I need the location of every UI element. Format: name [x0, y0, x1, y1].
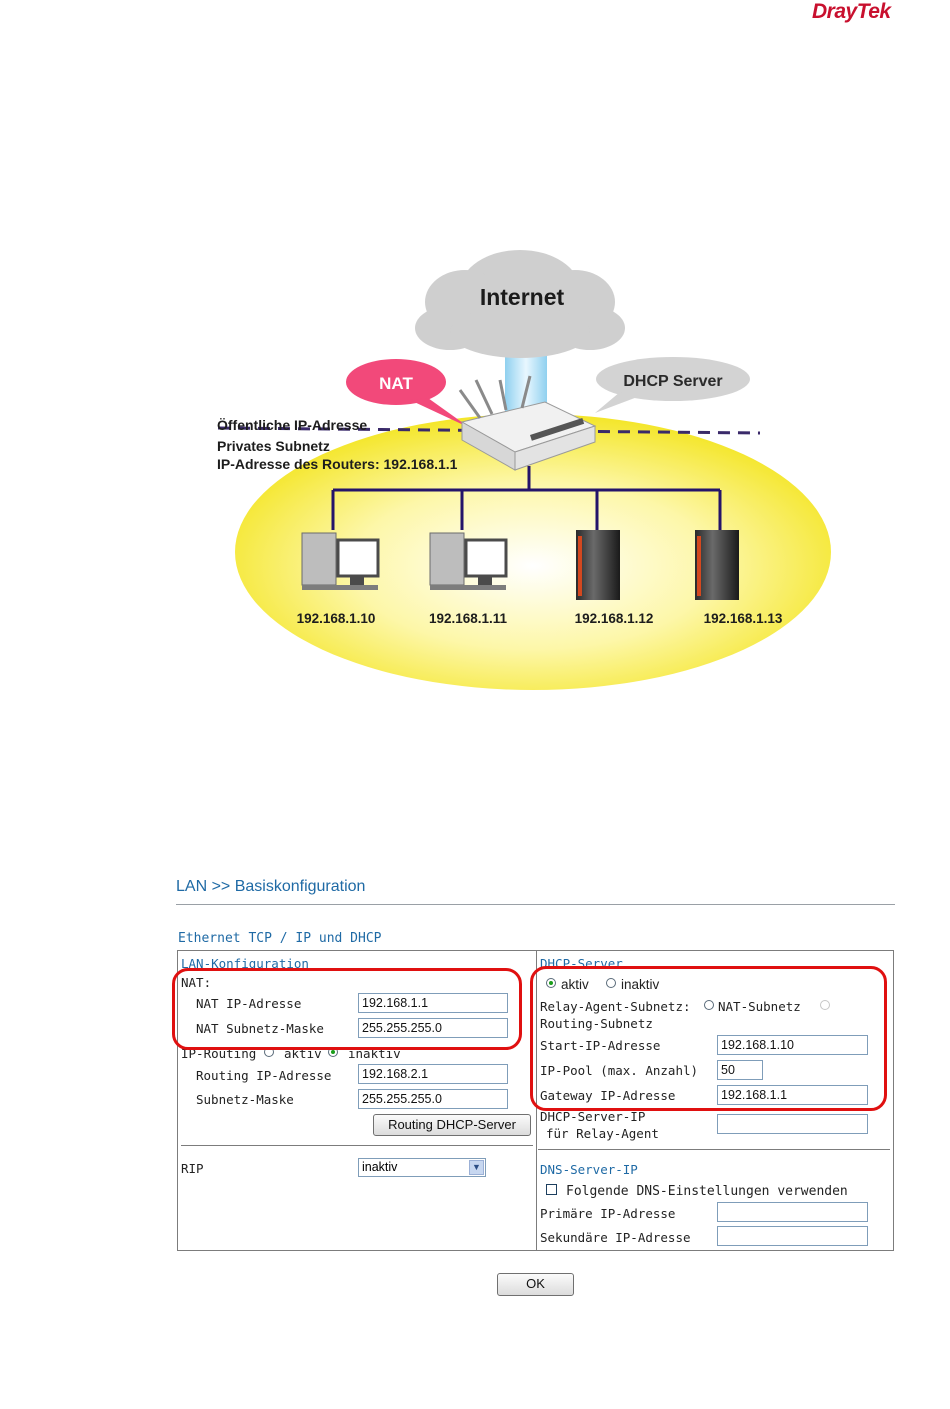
routing-ip-label: Routing IP-Adresse [196, 1068, 332, 1083]
lan-area [235, 414, 831, 690]
ip-pool-label: IP-Pool (max. Anzahl) [540, 1063, 699, 1078]
breadcrumb-divider [176, 904, 895, 905]
primary-dns-input[interactable] [717, 1202, 868, 1222]
lan-config-header: LAN-Konfiguration [181, 956, 309, 971]
server-icon [695, 530, 739, 600]
nat-label: NAT: [181, 975, 212, 990]
start-ip-input[interactable]: 192.168.1.10 [717, 1035, 868, 1055]
start-ip-label: Start-IP-Adresse [540, 1038, 661, 1053]
client-ip-label: 192.168.1.13 [704, 611, 783, 626]
section-title: Ethernet TCP / IP und DHCP [178, 931, 382, 946]
secondary-dns-input[interactable] [717, 1226, 868, 1246]
lan-wiring [331, 466, 722, 530]
dhcp-on-label: aktiv [561, 977, 589, 992]
breadcrumb: LAN >> Basiskonfiguration [176, 878, 366, 895]
gateway-ip-input[interactable]: 192.168.1.1 [717, 1085, 868, 1105]
pc-icon [301, 532, 380, 590]
relay-server-ip-label-2: für Relay-Agent [546, 1126, 659, 1141]
dhcp-divider [538, 1149, 890, 1150]
server-icon [576, 530, 620, 600]
ok-button[interactable]: OK [497, 1273, 574, 1296]
nat-mask-label: NAT Subnetz-Maske [196, 1021, 324, 1036]
settings-panel: LAN-Konfiguration NAT: NAT IP-Adresse 19… [177, 950, 894, 1251]
rip-label: RIP [181, 1161, 204, 1176]
dhcp-off-radio[interactable] [606, 978, 616, 988]
relay-nat-label: NAT-Subnetz [718, 999, 801, 1014]
dhcp-bubble [595, 357, 750, 413]
relay-nat-radio[interactable] [704, 1000, 714, 1010]
public-ip-label: Öffentliche IP-Adresse [217, 417, 367, 433]
client-ip-label: 192.168.1.11 [429, 611, 508, 626]
gateway-ip-label: Gateway IP-Adresse [540, 1088, 676, 1103]
relay-server-ip-input[interactable] [717, 1114, 868, 1134]
private-subnet-label: Privates Subnetz [217, 438, 330, 454]
dhcp-highlight-box [530, 966, 887, 1111]
rip-select-value: inaktiv [362, 1160, 398, 1174]
internet-cloud-icon [415, 250, 625, 358]
chevron-down-icon[interactable]: ▼ [469, 1160, 484, 1175]
routing-dhcp-server-button[interactable]: Routing DHCP-Server [373, 1114, 531, 1136]
pc-icon [429, 532, 508, 590]
nat-bubble [346, 359, 470, 428]
dns-server-header: DNS-Server-IP [540, 1162, 638, 1177]
nat-ip-input[interactable]: 192.168.1.1 [358, 993, 508, 1013]
subnet-mask-label: Subnetz-Maske [196, 1092, 294, 1107]
internet-label: Internet [480, 284, 565, 310]
lan-divider [181, 1145, 533, 1146]
ip-pool-input[interactable]: 50 [717, 1060, 763, 1080]
dhcp-bubble-label: DHCP Server [623, 373, 722, 390]
primary-dns-label: Primäre IP-Adresse [540, 1206, 676, 1221]
dhcp-on-radio[interactable] [546, 978, 556, 988]
client-ip-label: 192.168.1.10 [297, 611, 376, 626]
routing-ip-input[interactable]: 192.168.2.1 [358, 1064, 508, 1084]
draytek-logo: DrayTek [812, 0, 891, 23]
client-ip-label: 192.168.1.12 [575, 611, 654, 626]
rip-select[interactable]: inaktiv ▼ [358, 1158, 486, 1177]
secondary-dns-label: Sekundäre IP-Adresse [540, 1230, 691, 1245]
nat-bubble-label: NAT [379, 374, 413, 393]
router-icon [458, 375, 597, 471]
relay-routing-radio[interactable] [820, 1000, 830, 1010]
nat-ip-label: NAT IP-Adresse [196, 996, 302, 1011]
relay-server-ip-label: DHCP-Server-IP [540, 1109, 646, 1124]
relay-agent-label: Relay-Agent-Subnetz: [540, 999, 691, 1014]
nat-mask-input[interactable]: 255.255.255.0 [358, 1018, 508, 1038]
dns-use-checkbox[interactable] [546, 1184, 557, 1195]
relay-routing-label: Routing-Subnetz [540, 1016, 653, 1031]
dns-use-label: Folgende DNS-Einstellungen verwenden [566, 1184, 848, 1199]
subnet-mask-input[interactable]: 255.255.255.0 [358, 1089, 508, 1109]
dhcp-off-label: inaktiv [621, 977, 660, 992]
nat-highlight-box [172, 968, 522, 1050]
router-ip-label: IP-Adresse des Routers: 192.168.1.1 [217, 456, 458, 472]
network-diagram: Internet NAT DHCP Server Öffentliche IP-… [217, 250, 831, 690]
